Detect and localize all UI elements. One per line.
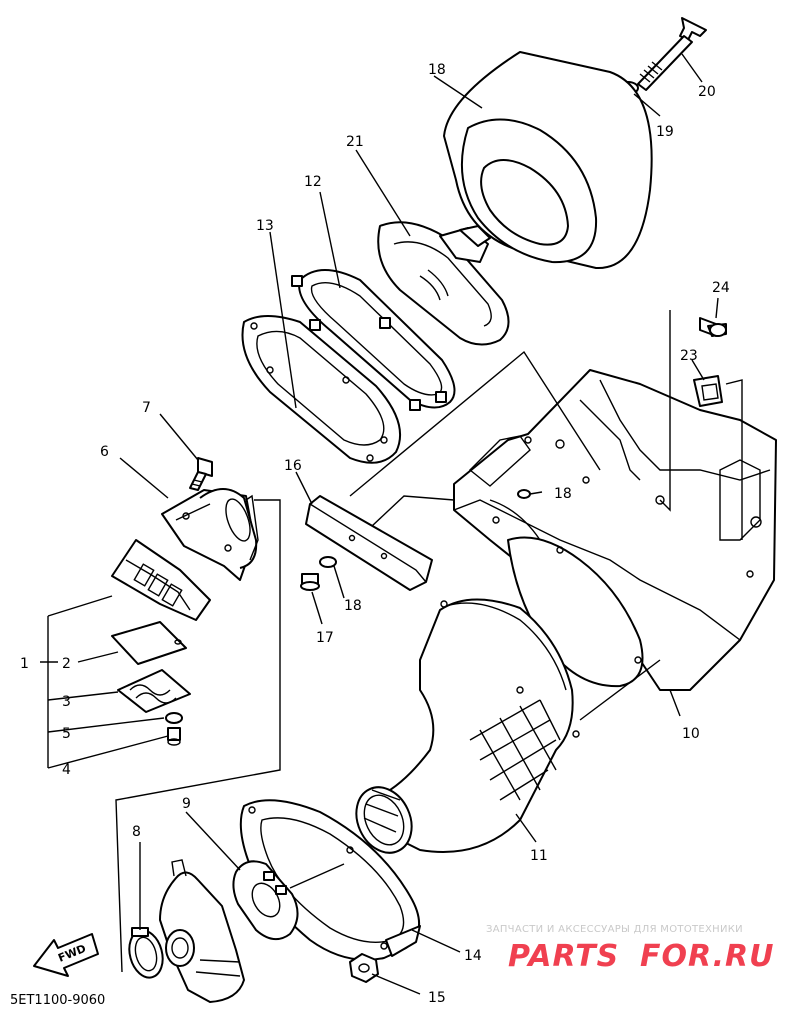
washer-5 — [165, 712, 183, 724]
callout-10: 10 — [682, 726, 700, 742]
bolt-7 — [189, 457, 213, 491]
clip-23 — [693, 375, 723, 407]
callout-13: 13 — [256, 218, 274, 234]
drawing-code: 5ET1100-9060 — [10, 993, 105, 1008]
callouts: 18 19 20 21 12 13 24 23 7 6 16 18 18 17 … — [20, 62, 730, 1006]
callout-4: 4 — [62, 762, 71, 778]
filter-guide-22 — [377, 221, 510, 346]
bolt-21 — [637, 17, 707, 91]
callout-18-upper: 18 — [554, 486, 572, 502]
fwd-arrow: FWD — [33, 933, 99, 977]
callout-6: 6 — [100, 444, 109, 460]
callout-12: 12 — [304, 174, 322, 190]
callout-5: 5 — [62, 726, 71, 742]
callout-9: 9 — [182, 796, 191, 812]
callout-2: 2 — [62, 656, 71, 672]
callout-18-lower: 18 — [344, 598, 362, 614]
intake-joint-11 — [355, 598, 580, 854]
watermark: ЗАПЧАСТИ И АКСЕССУАРЫ ДЛЯ МОТОТЕХНИКИ PA… — [486, 924, 775, 974]
callout-14: 14 — [464, 948, 482, 964]
stopper-3 — [117, 669, 191, 713]
air-filter-19 — [443, 51, 653, 270]
joint-9 — [232, 860, 299, 941]
manifold-6 — [161, 488, 259, 581]
callout-21: 20 — [698, 84, 716, 100]
callout-20: 19 — [656, 124, 674, 140]
callout-22: 21 — [346, 134, 364, 150]
callout-8: 8 — [132, 824, 141, 840]
plate-16 — [305, 495, 433, 591]
washer-18-upper — [517, 489, 531, 499]
leader-lines — [40, 53, 743, 995]
screw-4 — [167, 727, 181, 746]
carburetor — [159, 859, 245, 1003]
screw-17 — [300, 573, 320, 591]
watermark-brand-right: FOR.RU — [640, 939, 775, 974]
callout-23: 23 — [680, 348, 698, 364]
callout-16: 16 — [284, 458, 302, 474]
watermark-tagline: ЗАПЧАСТИ И АКСЕССУАРЫ ДЛЯ МОТОТЕХНИКИ — [486, 924, 743, 935]
callout-15: 15 — [428, 990, 446, 1006]
gasket-13 — [241, 315, 401, 464]
callout-7: 7 — [142, 400, 151, 416]
gasket-12 — [291, 269, 456, 411]
watermark-brand-left: PARTS — [508, 939, 619, 974]
reed-2 — [111, 621, 187, 665]
washer-18-lower — [319, 556, 337, 568]
air-box-10 — [453, 369, 777, 691]
callout-17: 17 — [316, 630, 334, 646]
nut-15 — [349, 953, 379, 983]
clamp-8 — [128, 927, 164, 979]
callout-3: 3 — [62, 694, 71, 710]
callout-11: 11 — [530, 848, 548, 864]
reed-valve-1 — [111, 539, 211, 621]
callout-1: 1 — [20, 656, 29, 672]
bolt-24 — [699, 317, 727, 337]
callout-19: 18 — [428, 62, 446, 78]
callout-24: 24 — [712, 280, 730, 296]
